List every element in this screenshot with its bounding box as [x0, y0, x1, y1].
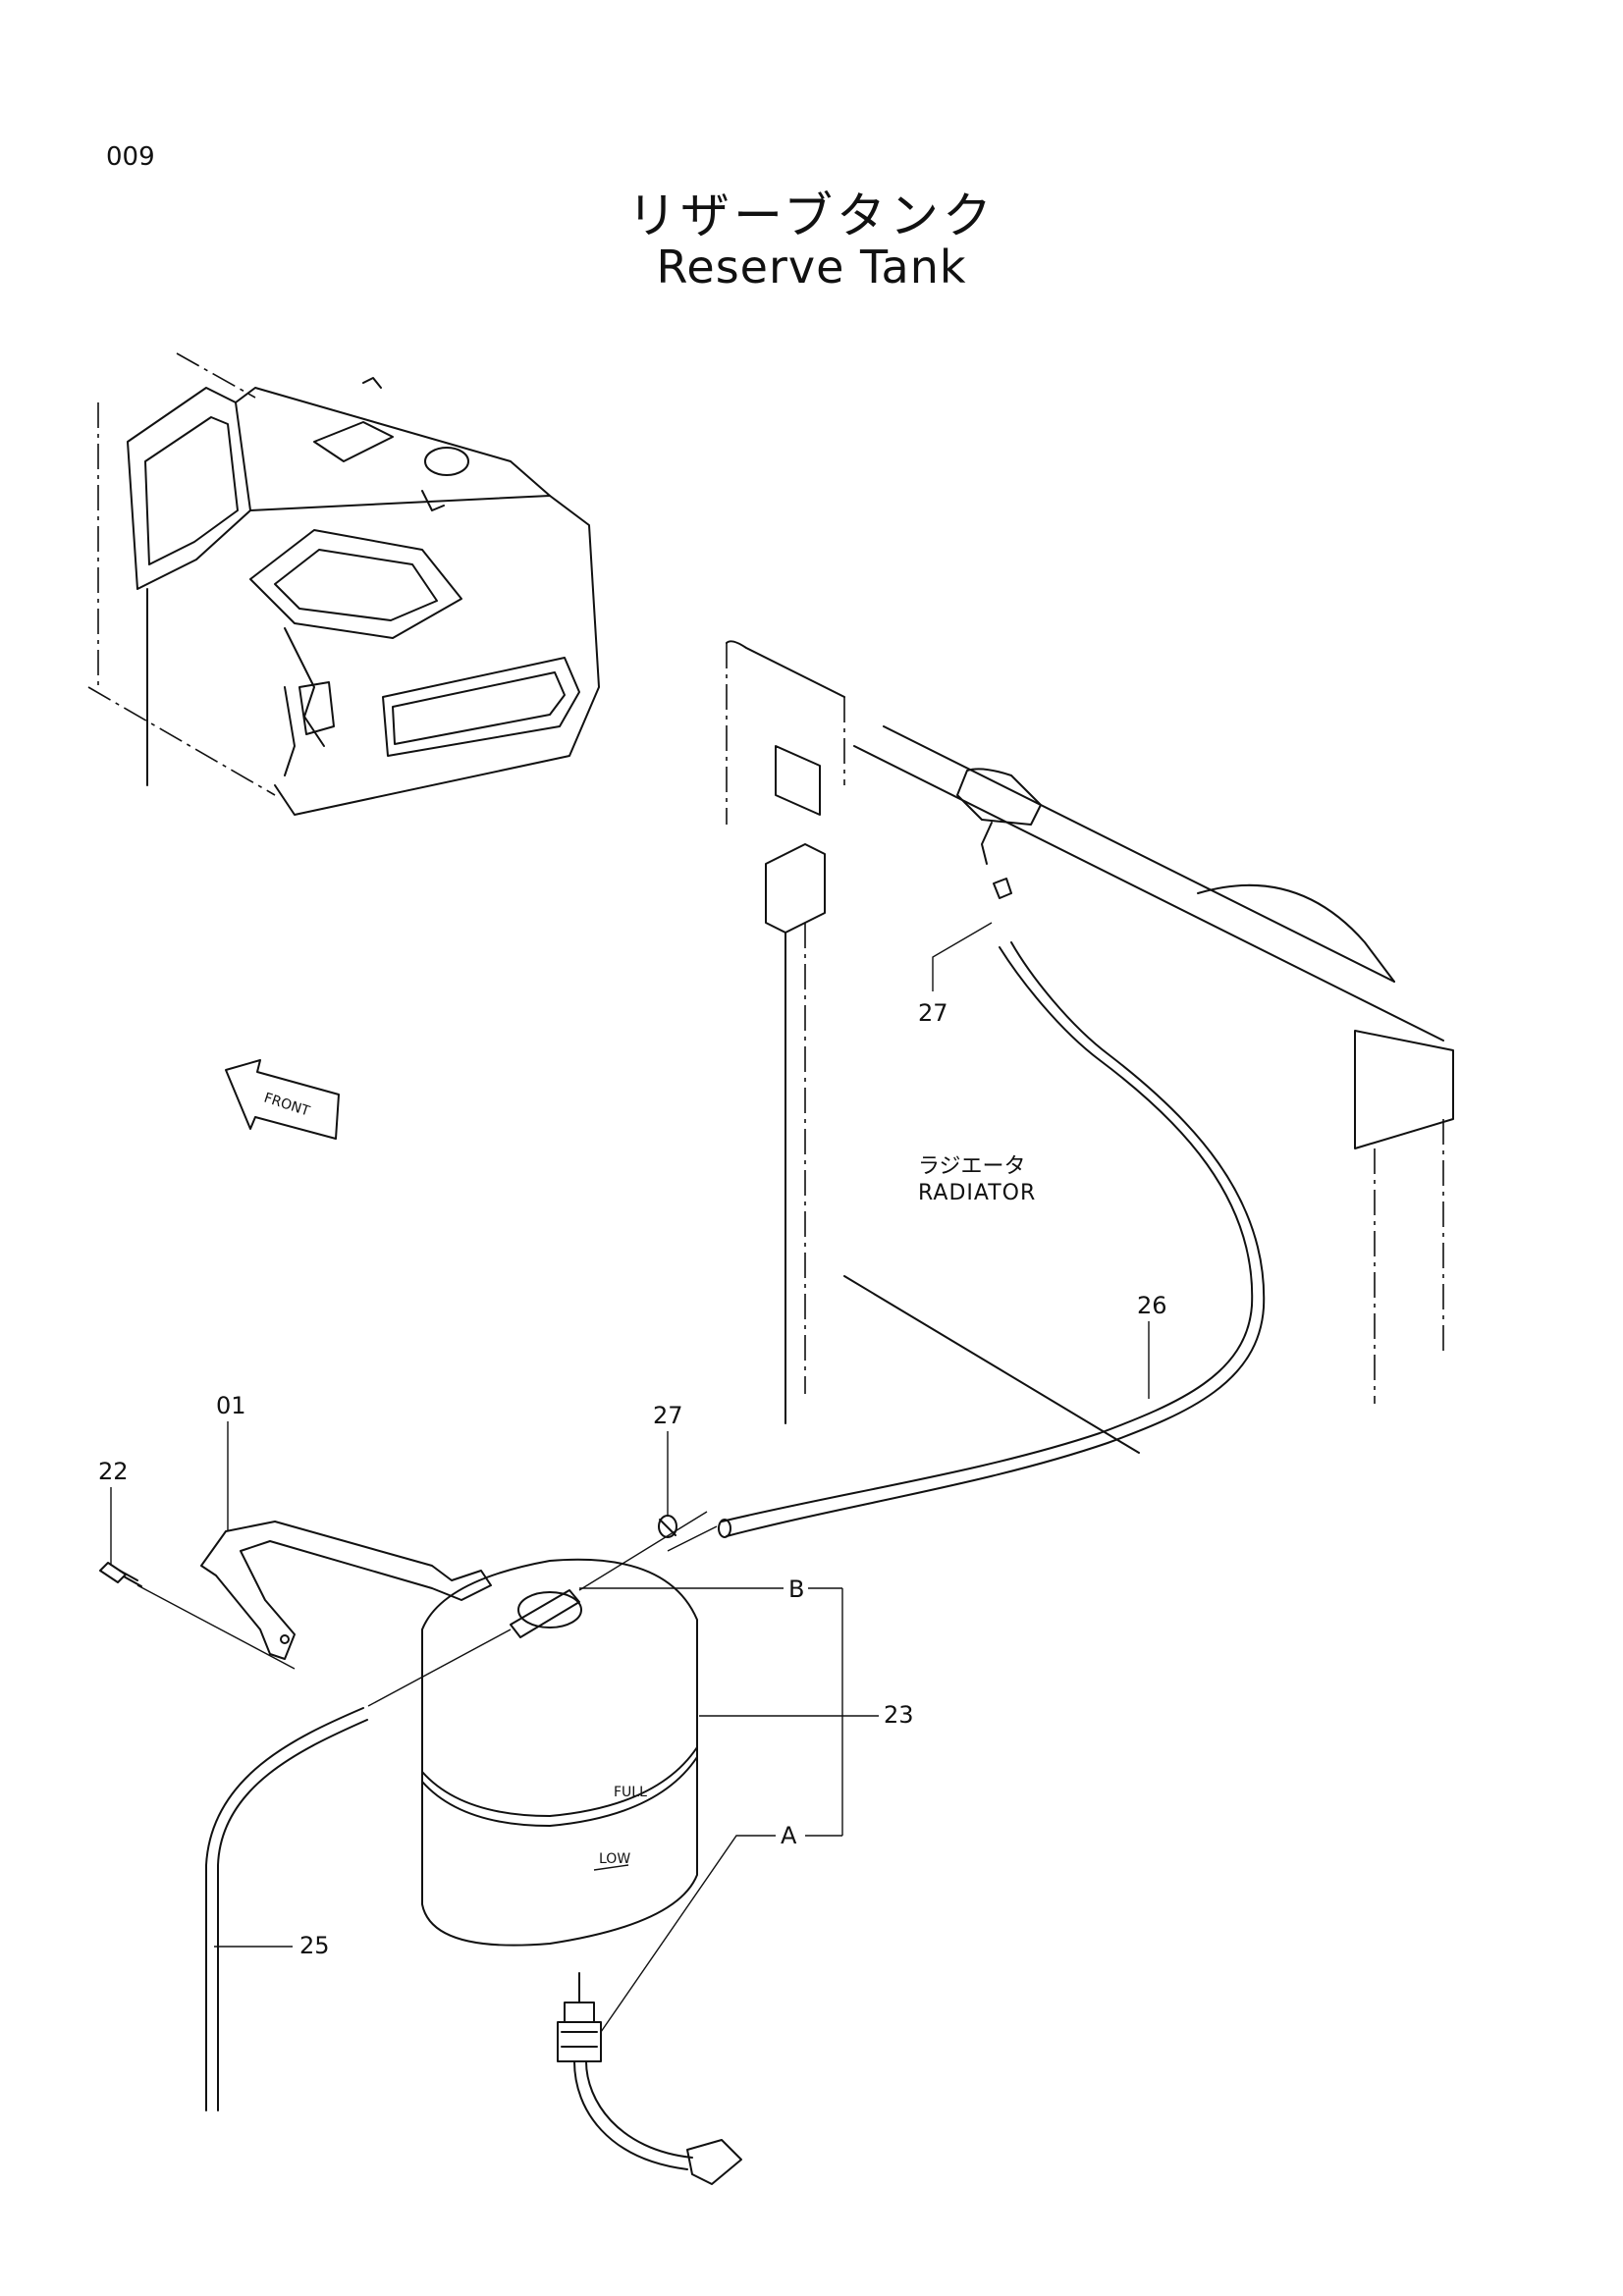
tank-low-mark: LOW — [599, 1851, 630, 1867]
callout-a: A — [781, 1822, 797, 1849]
reserve-tank-23: FULL LOW — [421, 1558, 698, 1947]
tank-full-mark: FULL — [614, 1785, 647, 1800]
callout-27-top: 27 — [918, 999, 948, 1027]
machine-body-illustration — [87, 352, 600, 816]
front-direction-arrow: FRONT — [225, 1059, 340, 1140]
radiator-label-english: RADIATOR — [918, 1181, 1037, 1205]
callout-b: B — [788, 1575, 804, 1603]
page-number: 009 — [106, 142, 155, 172]
callout-23: 23 — [884, 1701, 914, 1729]
callout-25: 25 — [299, 1932, 330, 1959]
callout-22: 22 — [98, 1458, 129, 1485]
title-japanese: リザーブタンク — [627, 187, 996, 244]
callout-01: 01 — [216, 1392, 246, 1419]
callout-26: 26 — [1137, 1292, 1167, 1319]
hose-clamp-27-mid — [658, 1515, 677, 1538]
overflow-hose-26 — [721, 946, 1254, 1522]
callout-27-mid: 27 — [653, 1402, 683, 1429]
level-sensor-switch — [557, 1972, 742, 2185]
radiator-illustration — [726, 640, 1454, 1454]
title-english: Reserve Tank — [656, 240, 967, 294]
bolt-22 — [99, 1562, 296, 1670]
tank-bracket-01 — [200, 1521, 492, 1660]
front-arrow-label: FRONT — [262, 1091, 312, 1120]
drain-hose-25 — [205, 1707, 364, 2111]
radiator-label-japanese: ラジエータ — [918, 1154, 1026, 1179]
